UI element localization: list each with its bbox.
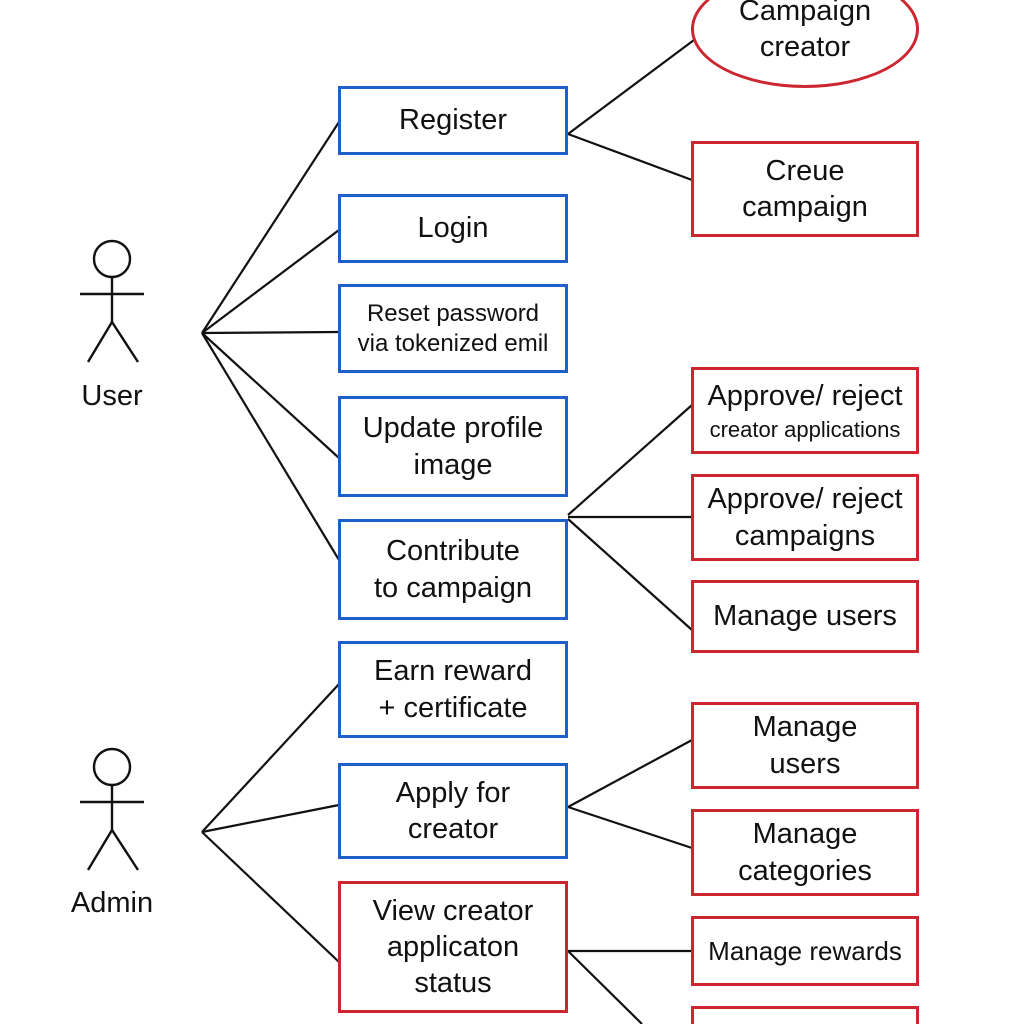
manage-users-label-2: Manage users [752,711,858,780]
create-campaign-box[interactable]: Creue campaign [691,141,919,237]
usecase-view-creator-status-label: View creator applicaton status [372,894,534,1000]
link-apply-manage-users [567,739,693,808]
link-contribute-manage-users [567,518,693,631]
approve-creator-applications-label: Approve/ reject creator applications [707,378,902,444]
link-apply-manage-categories [567,805,693,850]
usecase-update-profile-image[interactable]: Update profile image [338,396,568,497]
approve-campaigns-box[interactable]: Approve/ reject campaigns [691,474,919,561]
link-admin-view [201,831,340,963]
approve-campaigns-label: Approve/ reject campaigns [707,483,903,552]
usecase-apply-creator-label: Apply for creator [395,776,511,845]
manage-categories-box[interactable]: Manage categories [691,809,919,896]
manage-users-box-2[interactable]: Manage users [691,702,919,789]
link-user-login [201,229,340,334]
usecase-reset-password-label: Reset password via tokenized emil [357,299,549,357]
manage-rewards-label: Manage rewards [708,935,902,966]
approve-creator-applications-box[interactable]: Approve/ reject creator applications [691,367,919,454]
user-actor-figure [80,239,144,363]
manage-users-box-1[interactable]: Manage users [691,580,919,653]
link-user-reset [201,330,340,335]
usecase-earn-reward[interactable]: Earn reward + certificate [338,641,568,738]
usecase-contribute[interactable]: Contribute to campaign [338,519,568,620]
usecase-login-label: Login [417,212,489,245]
usecase-contribute-label: Contribute to campaign [374,535,532,604]
link-admin-earn [201,683,340,833]
manage-categories-label: Manage categories [738,818,872,887]
approve-reject-line: Approve/ reject [707,379,903,412]
usecase-reset-password[interactable]: Reset password via tokenized emil [338,284,568,373]
admin-actor-figure [80,747,144,871]
link-contribute-approve-creator [567,404,693,516]
link-admin-apply [201,803,340,834]
usecase-apply-creator[interactable]: Apply for creator [338,763,568,859]
user-actor-label: User [81,380,143,412]
offpage-target-box[interactable] [691,1006,919,1024]
creator-applications-line: creator applications [709,416,901,442]
usecase-login[interactable]: Login [338,194,568,263]
usecase-register[interactable]: Register [338,86,568,155]
link-user-contribute [201,332,340,561]
usecase-earn-reward-label: Earn reward + certificate [374,655,532,724]
manage-rewards-box[interactable]: Manage rewards [691,916,919,986]
link-register-oval [567,39,695,135]
usecase-view-creator-status[interactable]: View creator applicaton status [338,881,568,1013]
admin-actor-label: Admin [70,887,154,919]
usecase-register-label: Register [399,104,507,137]
usecase-update-profile-image-label: Update profile image [362,412,544,481]
campaign-creator-label: Campaign creator [738,0,872,63]
manage-users-label-1: Manage users [713,600,897,633]
link-register-create [567,132,693,182]
link-user-register [201,121,340,334]
create-campaign-label: Creue campaign [742,154,868,223]
link-user-update [201,332,340,459]
link-view-offpage [567,950,643,1024]
